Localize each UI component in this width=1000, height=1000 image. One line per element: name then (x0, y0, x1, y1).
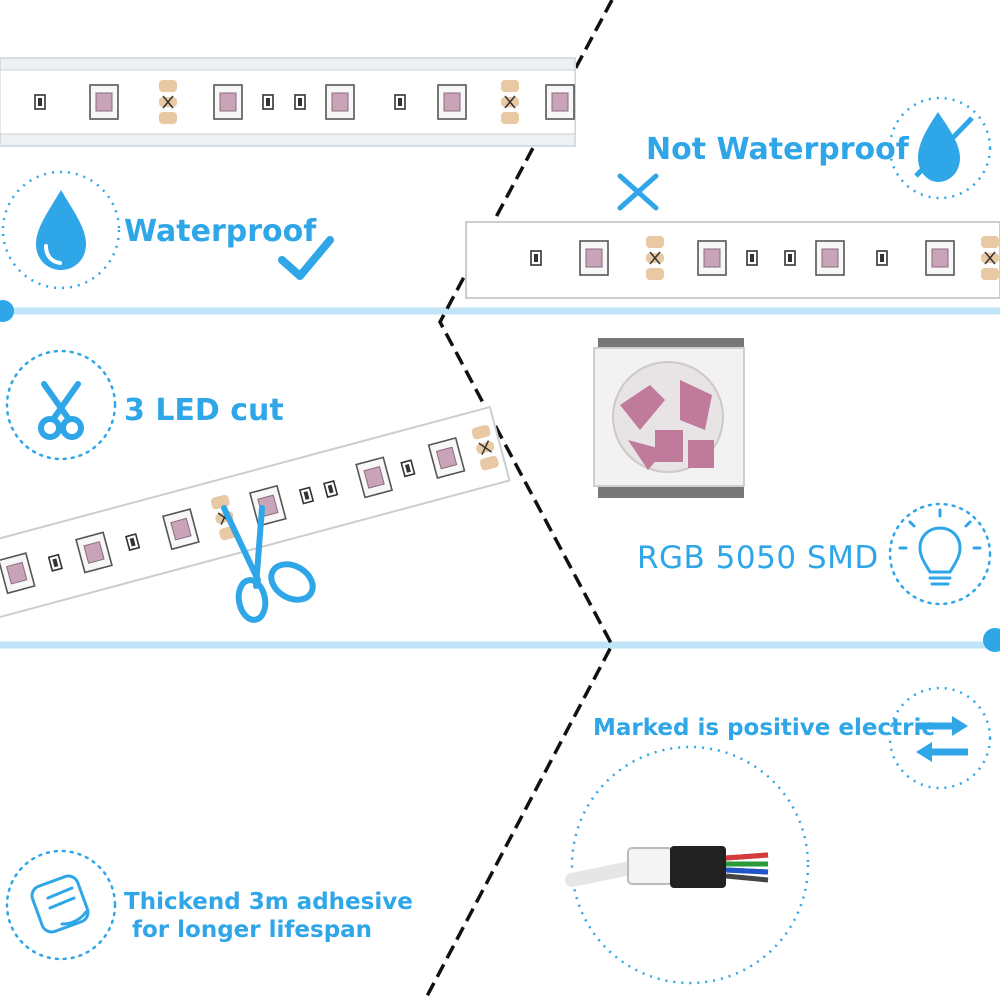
marked-label: Marked is positive electric (593, 715, 935, 741)
scissors-icon (5, 349, 117, 461)
adhesive-label-line2: for longer lifespan (132, 917, 373, 943)
water-drop-crossed-icon (888, 96, 992, 200)
led-strip-cut (0, 405, 511, 622)
scissors-cut-icon (221, 505, 316, 623)
waterproof-label: Waterproof (124, 214, 317, 249)
cut-label: 3 LED cut (124, 393, 284, 428)
led-strip-not-waterproof (465, 221, 1000, 299)
swap-arrows-icon (888, 686, 992, 790)
connector-image (565, 745, 810, 985)
light-bulb-icon (888, 502, 992, 606)
adhesive-label-line1: Thickend 3m adhesive (124, 889, 413, 915)
not-waterproof-label: Not Waterproof (646, 132, 909, 167)
adhesive-tape-icon (5, 849, 117, 961)
smd-chip-image (593, 338, 745, 498)
smd-label: RGB 5050 SMD (637, 540, 879, 576)
led-strip-waterproof (0, 57, 576, 147)
water-drop-icon (1, 170, 121, 290)
cross-icon (617, 173, 659, 211)
checkmark-icon (278, 236, 334, 280)
